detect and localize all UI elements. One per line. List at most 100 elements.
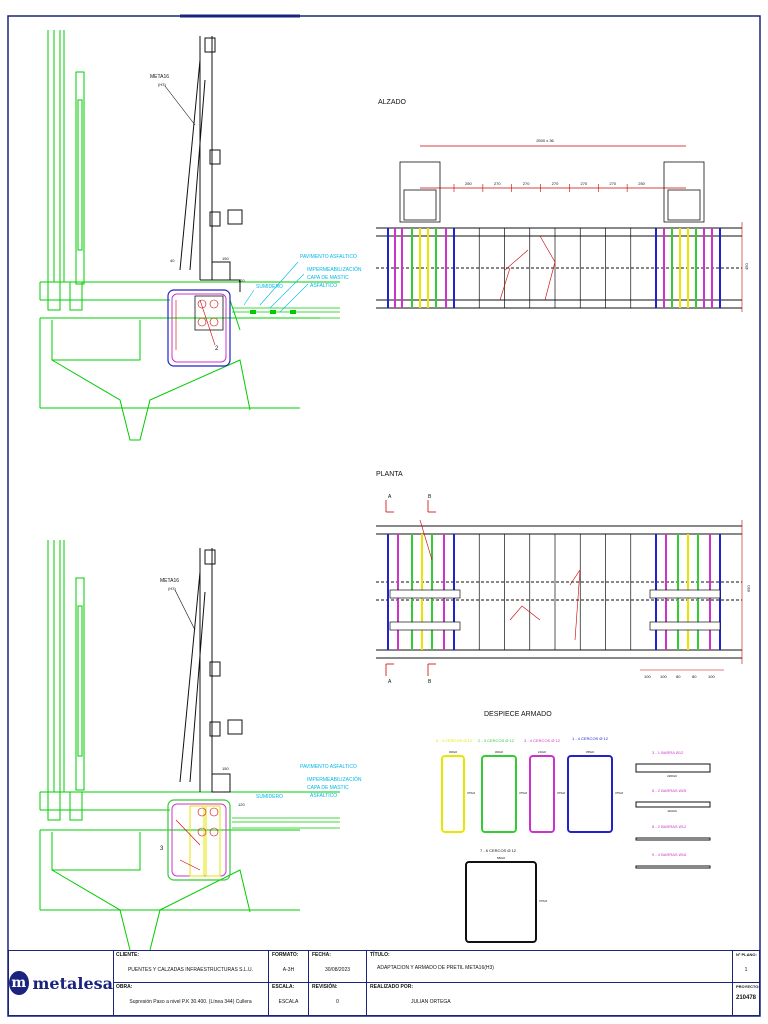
titulo-value: ADAPTACION Y ARMADO DE PRETIL META16(H3) [377,965,494,971]
label-asfaltico-lower: ASFALTICO [310,793,337,799]
svg-text:3: 3 [160,846,164,852]
despiece-item: 3 - 4 CERCOS Ø 12 210x0 375x0 [524,738,566,833]
despiece-title: DESPIECE ARMADO [484,711,552,718]
alzado-height-dim: 450 [744,263,749,270]
label-impermeabilizacion: IMPERMEABILIZACIÓN [307,266,362,273]
despiece-label: 7 - 6 CERCOS Ø 12 [480,848,517,853]
despiece-top-dim: 300x0 [449,750,458,754]
despiece-top-dim: 210x0 [538,750,547,754]
meta-sublabel-lower: (H3) [168,586,176,591]
despiece-top-dim: 355x0 [586,750,595,754]
despiece-label: 5 - 4 CERCOS Ø 12 [436,738,473,743]
label-capa-mastic: CAPA DE MASTIC [307,275,349,281]
alzado-total-dim: 2500 x 36 [536,138,554,143]
formato-value: A-3H [282,967,295,973]
alzado-spacing-label: 270 [494,181,501,186]
planta-title: PLANTA [376,471,403,478]
despiece-side-dim: 375x0 [557,791,566,795]
barra-dim: 2200x0 [667,774,677,778]
meta-label-lower: META16 [160,578,179,584]
label-pavimento: PAVIMENTO ASFALTICO [300,254,357,260]
despiece-side-dim: 375x0 [539,899,548,903]
fecha-value: 30/08/2023 [324,967,351,973]
realizado-cell: REALIZADO POR: JULIAN ORTEGA [367,983,733,1015]
title-block: m metalesa CLIENTE: PUENTES Y CALZADAS I… [8,950,760,1016]
label-sumidero: SUMIDERO [256,284,283,290]
proyecto-label: PROYECTO: [736,984,760,989]
section-view-lower: META16 (H3) 150 120 3 PAVIMENTO ASFALTIC… [39,540,362,951]
barra-label: 8 - 2 BARRAS Ø12 [652,824,687,829]
despiece-top-dim: 300x0 [495,750,504,754]
despiece-top-dim: 580x0 [497,856,506,860]
planta-bottom-label: 80 [692,674,697,679]
titulo-cell: TÍTULO: ADAPTACION Y ARMADO DE PRETIL ME… [367,951,733,983]
dim-150: 150 [222,256,229,261]
escala-value: ESCALA [278,999,299,1005]
planta-bottom-label: 100 [660,674,667,679]
escala-label: ESCALA: [272,984,295,990]
cliente-cell: CLIENTE: PUENTES Y CALZADAS INFRAESTRUCT… [113,951,269,983]
despiece-side-dim: 375x0 [615,791,624,795]
barra-label: 9 - 4 BARRAS Ø16 [652,852,687,857]
despiece-view: DESPIECE ARMADO 5 - 4 CERCOS Ø 12 300x0 37… [436,711,711,943]
planta-height-dim: 650 [746,585,751,592]
label-capa-mastic-lower: CAPA DE MASTIC [307,785,349,791]
dim-120: 120 [238,278,245,283]
barra-label: 6 - 2 BARRAS Ø25 [652,788,687,793]
despiece-label: 3 - 4 CERCOS Ø 12 [524,738,561,743]
section-b-top: B [428,494,432,500]
despiece-item: 5 - 4 CERCOS Ø 12 300x0 375x0 [436,738,476,833]
realizado-label: REALIZADO POR: [370,984,414,990]
barra-item: 3 - 1 BARRA Ø12 2200x0 [635,750,711,778]
cliente-value: PUENTES Y CALZADAS INFRAESTRUCTURAS S.L.… [127,967,254,973]
titulo-label: TÍTULO: [370,952,390,958]
section-a-top: A [388,494,392,500]
section-b-bottom: B [428,679,432,685]
planta-bottom-label: 80 [676,674,681,679]
dim-40: 40 [170,258,175,263]
despiece-side-dim: 375x0 [467,791,476,795]
label-sumidero-lower: SUMIDERO [256,794,283,800]
label-impermeabilizacion-lower: IMPERMEABILIZACIÓN [307,776,362,783]
realizado-value: JULIAN ORTEGA [411,999,451,1005]
obra-value: Supresión Paso a nivel P.K 30.400. (Líne… [129,999,252,1005]
dim-150-lower: 150 [222,766,229,771]
label-asfaltico: ASFALTICO [310,283,337,289]
obra-cell: OBRA: Supresión Paso a nivel P.K 30.400.… [113,983,269,1015]
despiece-item: 1 - 4 CERCOS Ø 12 355x0 375x0 [567,736,624,833]
obra-label: OBRA: [116,984,133,990]
alzado-spacing-label: 270 [609,181,616,186]
logo-icon: m [9,971,29,995]
revision-label: REVISIÓN: [312,984,338,990]
section-view-upper: META16 (H3) 40 150 120 2 PAVIMENTO ASFAL… [39,30,362,441]
logo-text: metalesa [32,973,114,993]
planta-bottom-label: 100 [708,674,715,679]
despiece-label: 1 - 4 CERCOS Ø 12 [572,736,609,741]
plano-label: Nº PLANO: [736,952,757,957]
section-a-bottom: A [388,679,392,685]
planta-view: PLANTA [376,471,751,685]
formato-label: FORMATO: [272,952,299,958]
barra-item: 8 - 2 BARRAS Ø12 [635,824,711,841]
alzado-spacing-label: 250 [465,181,472,186]
revision-value: 0 [336,999,339,1005]
alzado-spacing-label: 270 [552,181,559,186]
plano-cell: Nº PLANO: 1 [733,951,759,983]
fecha-cell: FECHA: 30/08/2023 [309,951,367,983]
alzado-spacing-label: 270 [523,181,530,186]
alzado-title: ALZADO [378,99,407,106]
barra-item: 9 - 4 BARRAS Ø16 [635,852,711,869]
plano-value: 1 [744,967,748,973]
despiece-side-dim: 375x0 [519,791,528,795]
escala-cell: ESCALA: ESCALA [269,983,309,1015]
svg-text:2: 2 [215,346,219,352]
barra-label: 3 - 1 BARRA Ø12 [652,750,684,755]
meta-sublabel: (H3) [158,82,166,87]
cliente-label: CLIENTE: [116,952,140,958]
